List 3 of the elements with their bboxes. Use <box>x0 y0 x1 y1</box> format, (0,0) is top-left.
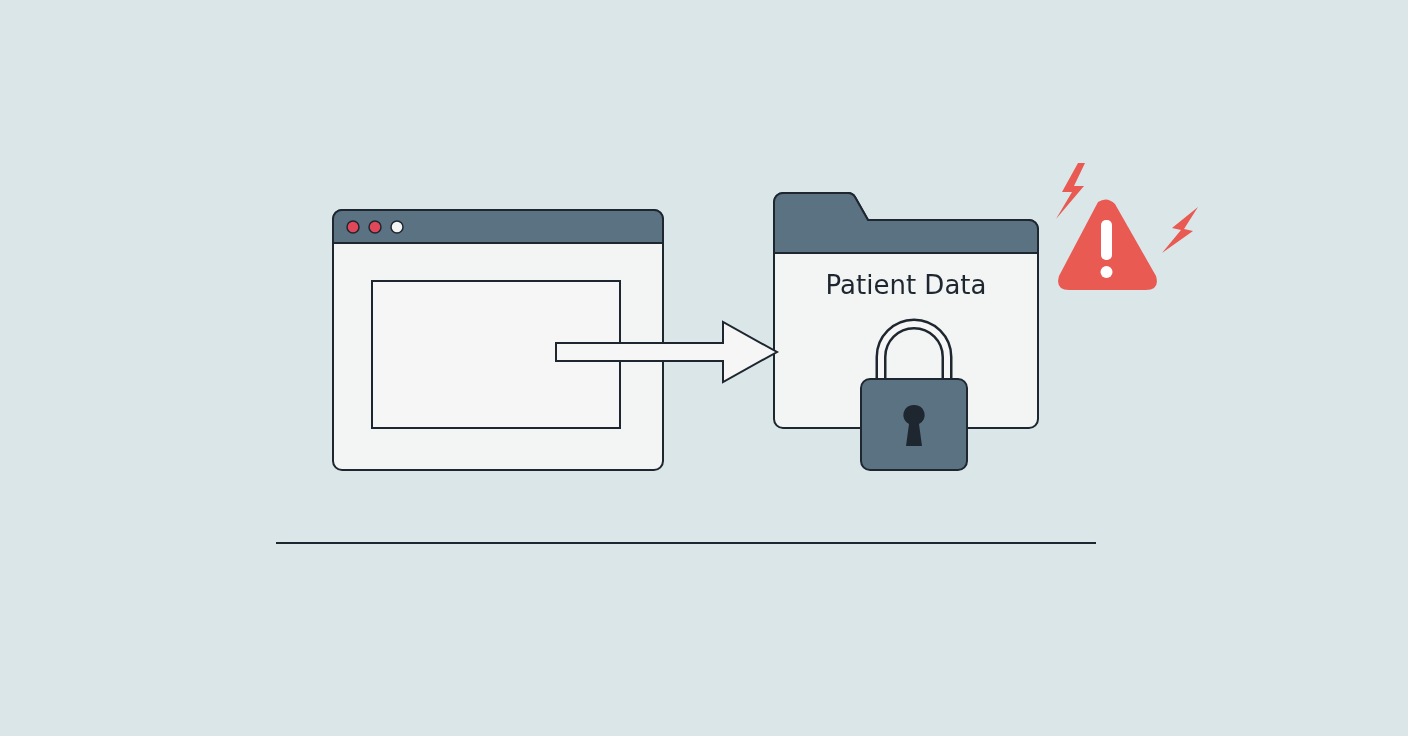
arrow <box>555 320 780 384</box>
folder-label: Patient Data <box>824 270 988 300</box>
browser-window-drawing <box>332 209 664 471</box>
